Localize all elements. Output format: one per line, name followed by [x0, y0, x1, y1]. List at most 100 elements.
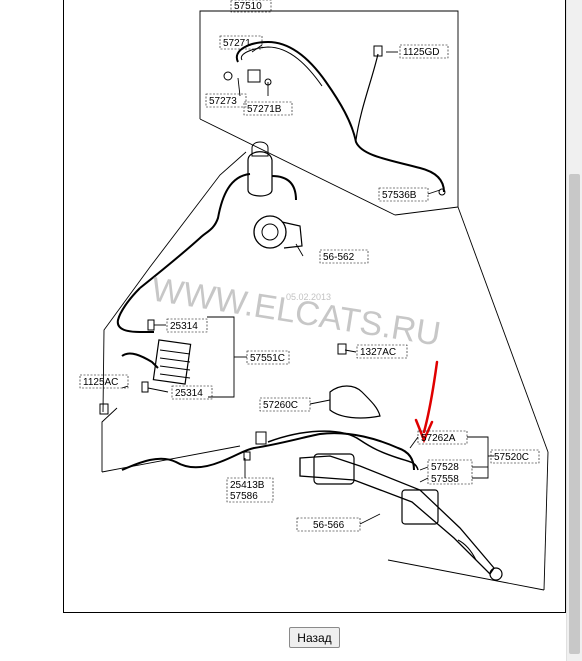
cooler-fin: [159, 365, 191, 371]
power-steering-diagram: WWW.ELCATS.RU 05.02.2013 57510 57271 112…: [79, 0, 549, 591]
part-label-57551C: 57551C: [250, 353, 285, 364]
leader-line: [427, 189, 441, 195]
return-line: [121, 432, 415, 471]
label-box: [219, 35, 263, 50]
leader-line: [121, 385, 129, 389]
steering-pump: [253, 215, 287, 249]
label-box: [205, 93, 247, 108]
label-box: [79, 374, 129, 389]
label-box: [243, 101, 293, 116]
part-label-57271B: 57271B: [247, 104, 282, 115]
part-label-57536B: 57536B: [382, 190, 417, 201]
part-label-57510: 57510: [234, 1, 262, 12]
cooler-fin: [159, 373, 191, 379]
bracket-57551C: [207, 316, 235, 398]
part-label-57260C: 57260C: [263, 400, 298, 411]
clip: [243, 451, 251, 461]
label-box: [246, 350, 290, 365]
watermark-date: 05.02.2013: [286, 292, 331, 302]
union-bolt: [247, 69, 261, 83]
label-box: [417, 430, 468, 445]
washer: [264, 78, 272, 86]
pump-pulley: [261, 223, 279, 241]
clip-line: [355, 53, 379, 141]
gear-housing: [313, 453, 355, 485]
part-label-25413B: 25413B: [230, 480, 265, 491]
leader-line: [147, 387, 169, 393]
leader-line: [237, 77, 241, 97]
bolt-1125GD: [373, 45, 383, 57]
pressure-hose-outline: [240, 46, 323, 87]
bolt-1327AC: [337, 343, 347, 355]
bolt: [99, 403, 109, 415]
label-box: [490, 449, 540, 464]
part-label-57586: 57586: [230, 491, 258, 502]
part-label-57271: 57271: [223, 38, 251, 49]
group-frame-line: [101, 445, 241, 473]
label-box: [356, 344, 408, 359]
label-boxes: [79, 0, 540, 532]
o-ring: [223, 71, 233, 81]
tie-rod-end: [489, 567, 503, 581]
cooler-fin: [159, 349, 191, 355]
leader-line: [457, 206, 549, 453]
label-box: [399, 44, 449, 59]
leader-line: [344, 349, 357, 353]
label-box: [230, 0, 272, 13]
part-label-1125AC: 1125AC: [83, 377, 118, 388]
bracket-57520C: [467, 436, 489, 479]
red-arrow-icon: [414, 360, 439, 444]
pressure-line: [267, 430, 419, 471]
cooler-line: [121, 352, 159, 369]
part-label-57520C: 57520C: [494, 452, 529, 463]
clamp: [147, 319, 155, 331]
group-frame-line: [394, 206, 459, 216]
part-label-25314-upper: 25314: [170, 321, 198, 332]
part-labels: 57510 57271 1125GD 57273 57271B 57536B 5…: [83, 1, 529, 531]
part-label-1327AC: 1327AC: [360, 347, 396, 358]
diagram-frame: [63, 0, 566, 613]
group-frame-line: [199, 118, 396, 216]
clamp: [438, 188, 446, 196]
group-frame-line: [102, 151, 247, 413]
part-label-1125GD: 1125GD: [403, 47, 440, 58]
part-label-25314-lower: 25314: [175, 388, 203, 399]
leader-line: [419, 466, 429, 471]
part-label-57558: 57558: [431, 474, 459, 485]
leader-line: [359, 513, 381, 525]
pump-body: [281, 221, 303, 249]
suction-hose: [139, 173, 251, 289]
group-frame-57510: [199, 10, 459, 207]
vertical-scrollbar[interactable]: [566, 0, 582, 661]
cooler-line: [116, 287, 154, 333]
steering-gear: [299, 455, 495, 576]
label-box: [378, 187, 429, 202]
label-box: [166, 318, 208, 333]
oil-cooler: [152, 339, 192, 385]
back-button[interactable]: Назад: [289, 627, 340, 648]
leader-line: [409, 436, 419, 449]
valve-body: [401, 489, 439, 525]
label-box: [259, 397, 311, 412]
reservoir: [247, 151, 273, 197]
group-frame-line: [543, 451, 549, 591]
clamp: [141, 381, 149, 393]
part-label-56-562: 56-562: [323, 252, 355, 263]
part-label-57528: 57528: [431, 462, 459, 473]
gear-boot: [457, 539, 477, 561]
reservoir-cap: [251, 141, 269, 157]
label-box: [171, 385, 213, 400]
watermark: WWW.ELCATS.RU: [149, 270, 443, 353]
leader-line: [419, 477, 429, 483]
group-frame-line: [387, 559, 545, 591]
scrollbar-thumb[interactable]: [569, 174, 580, 654]
part-label-57262A: 57262A: [421, 433, 456, 444]
part-label-56-566: 56-566: [313, 520, 345, 531]
label-box: [296, 517, 361, 532]
tie-rod-end-left: [255, 431, 267, 445]
part-label-57273: 57273: [209, 96, 237, 107]
bracket-57260C: [329, 385, 381, 419]
label-box: [427, 459, 473, 485]
label-box: [319, 249, 369, 264]
label-box: [226, 477, 274, 503]
